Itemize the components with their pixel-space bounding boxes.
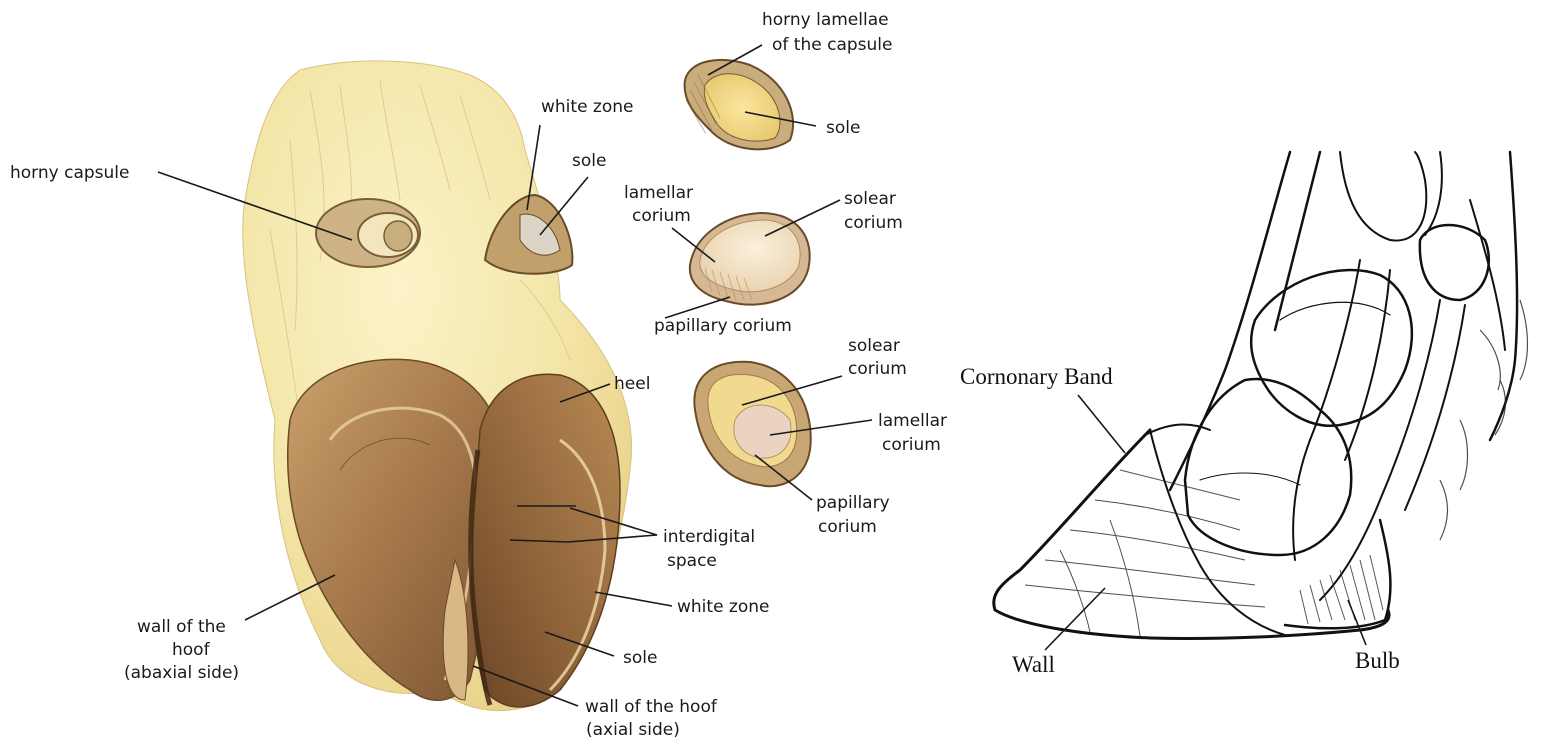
label-wall: Wall: [1012, 652, 1055, 677]
capsule-top: [685, 60, 793, 149]
label-heel: heel: [614, 374, 650, 394]
label-horny-capsule: horny capsule: [10, 163, 129, 183]
corium-lower: [694, 362, 810, 486]
label-lamellar-corium-1a: lamellar: [624, 183, 693, 203]
label-sole-top: sole: [572, 151, 606, 171]
label-lamellar-corium-2a: lamellar: [878, 411, 947, 431]
label-solear-corium-1a: solear: [844, 189, 896, 209]
label-wall-axial-b: (axial side): [586, 720, 680, 740]
horse-hoof-line-drawing: Cornonary Band Wall Bulb: [960, 152, 1528, 677]
label-lamellar-corium-1b: corium: [632, 206, 691, 226]
label-wall-axial-a: wall of the hoof: [585, 697, 718, 717]
label-white-zone-top: white zone: [541, 97, 634, 117]
label-papillary-corium-2b: corium: [818, 517, 877, 537]
label-solear-corium-2b: corium: [848, 359, 907, 379]
label-coronary-band: Cornonary Band: [960, 364, 1113, 389]
label-horny-lamellae-1: horny lamellae: [762, 10, 889, 30]
label-solear-corium-2a: solear: [848, 336, 900, 356]
label-white-zone-bottom: white zone: [677, 597, 770, 617]
label-interdigital-a: interdigital: [663, 527, 755, 547]
label-solear-corium-1b: corium: [844, 213, 903, 233]
label-sole-capsule: sole: [826, 118, 860, 138]
label-interdigital-b: space: [667, 551, 717, 571]
label-wall-abaxial-b: hoof: [172, 640, 211, 660]
label-papillary-corium-2a: papillary: [816, 493, 890, 513]
label-horny-lamellae-2: of the capsule: [772, 35, 892, 55]
label-wall-abaxial-a: wall of the: [137, 617, 226, 637]
label-sole-bottom: sole: [623, 648, 657, 668]
label-papillary-corium-1: papillary corium: [654, 316, 792, 336]
label-lamellar-corium-2b: corium: [882, 435, 941, 455]
corium-middle: [690, 213, 810, 305]
bovine-hoof-illustration: horny capsule white zone sole horny lame…: [10, 10, 947, 740]
label-wall-abaxial-c: (abaxial side): [124, 663, 239, 683]
label-bulb: Bulb: [1355, 648, 1400, 673]
